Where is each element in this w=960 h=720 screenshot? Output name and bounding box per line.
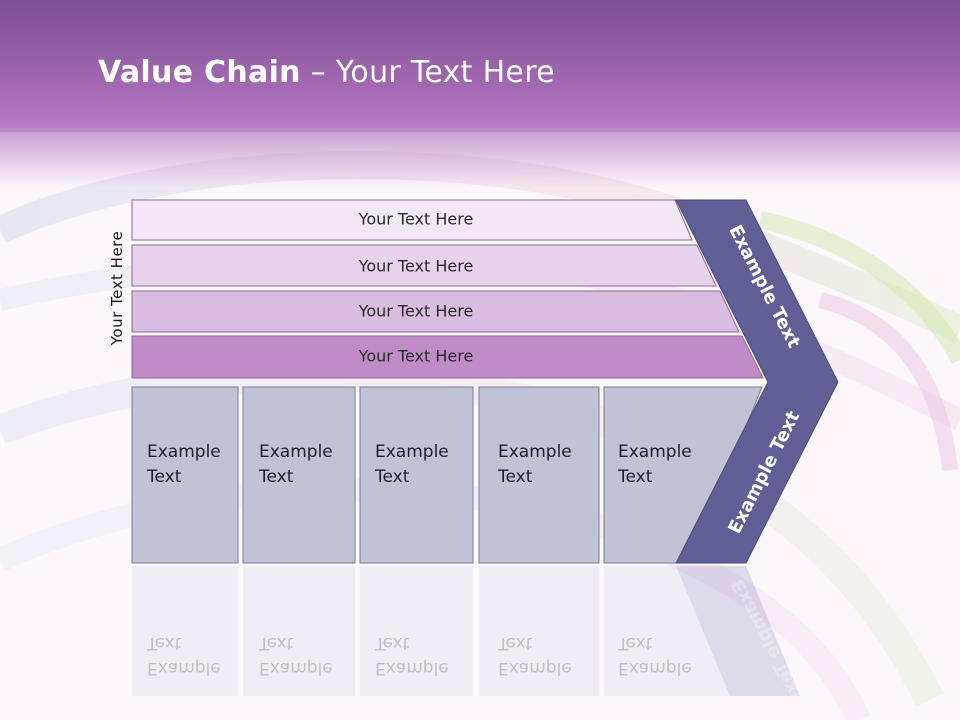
cell-1-reflection-line-2: Text (147, 633, 182, 653)
cell-2-shape (242, 386, 356, 564)
cell-4-reflection (479, 566, 599, 696)
bar-4-label: Your Text Here (358, 346, 474, 366)
bar-3-shape (131, 290, 740, 333)
title-rest: – Your Text Here (300, 55, 555, 90)
title-bold: Value Chain (98, 55, 301, 90)
cell-1-shape (131, 386, 239, 564)
cell-3-reflection (360, 566, 473, 696)
chevron-shape (675, 199, 839, 564)
cell-2-reflection-line-2: Text (259, 633, 294, 653)
header-band (0, 0, 960, 132)
cell-5-reflection-line-2: Text (618, 633, 653, 653)
cell-5-reflection-line-1: Example (618, 658, 692, 678)
cell-5-reflection (604, 566, 740, 696)
cell-3-reflection-label: Example Text (375, 630, 449, 680)
cell-1-label: Example Text (147, 440, 221, 490)
cell-4-line-1: Example (498, 442, 572, 462)
cell-4-label: Example Text (498, 440, 572, 490)
cell-2-label: Example Text (259, 440, 333, 490)
bar-4-shape (131, 335, 764, 379)
cell-3-shape (359, 386, 474, 564)
chevron-reflection (676, 566, 800, 696)
cell-2-reflection-label: Example Text (259, 630, 333, 680)
cell-4-line-2: Text (498, 467, 533, 487)
cell-4-shape (478, 386, 600, 564)
bar-3-label: Your Text Here (358, 301, 474, 321)
cell-2-reflection (243, 566, 355, 696)
cell-1-line-1: Example (147, 442, 221, 462)
cell-3-reflection-line-1: Example (375, 658, 449, 678)
bar-1-shape (131, 199, 693, 241)
bar-1-label: Your Text Here (358, 209, 474, 229)
cell-2-line-1: Example (259, 442, 333, 462)
cell-5-label: Example Text (618, 440, 692, 490)
slide-title: Value Chain – Your Text Here (98, 55, 555, 90)
cell-1-reflection-label: Example Text (147, 630, 221, 680)
cell-2-reflection-line-1: Example (259, 658, 333, 678)
cell-1-line-2: Text (147, 467, 182, 487)
cell-5-line-1: Example (618, 442, 692, 462)
reflection-group (132, 566, 800, 696)
cell-4-reflection-line-2: Text (498, 633, 533, 653)
cell-4-reflection-line-1: Example (498, 658, 572, 678)
cell-3-line-1: Example (375, 442, 449, 462)
cell-5-reflection-label: Example Text (618, 630, 692, 680)
cell-1-reflection-line-1: Example (147, 658, 221, 678)
cell-2-line-2: Text (259, 467, 294, 487)
cell-3-reflection-line-2: Text (375, 633, 410, 653)
bar-2-label: Your Text Here (358, 256, 474, 276)
header-fade (0, 128, 960, 188)
cell-3-line-2: Text (375, 467, 410, 487)
cell-5-line-2: Text (618, 467, 653, 487)
cell-1-reflection (132, 566, 238, 696)
cell-3-label: Example Text (375, 440, 449, 490)
bar-2-shape (131, 244, 717, 287)
cell-4-reflection-label: Example Text (498, 630, 572, 680)
